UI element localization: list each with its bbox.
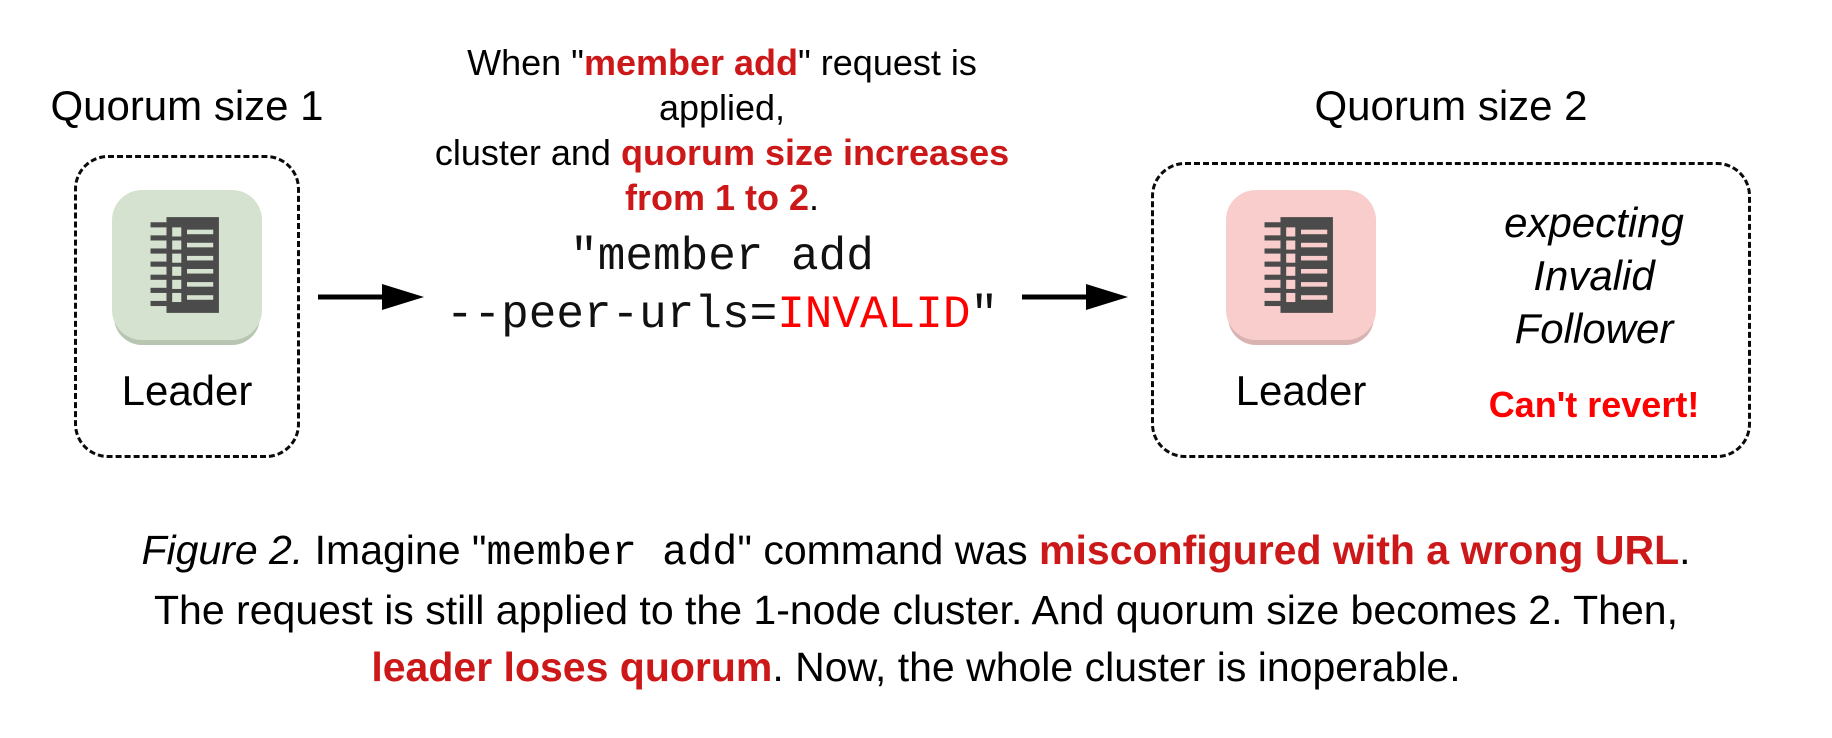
leader-label-left: Leader: [121, 367, 253, 414]
figure-caption: Figure 2. Imagine "member add" command w…: [0, 522, 1832, 696]
note-line-3: from 1 to 2.: [624, 177, 820, 218]
left-cluster-title: Quorum size 1: [50, 82, 324, 129]
member-add-annotation: When "member add" request is applied,clu…: [412, 40, 1032, 220]
note-line-2: cluster and quorum size increases: [434, 132, 1010, 173]
cant-revert-warning: Can't revert!: [1488, 384, 1700, 425]
leader-label-right: Leader: [1235, 367, 1367, 414]
left-cluster-boundary: [74, 155, 300, 458]
arrow-command-to-right: [1022, 284, 1128, 310]
right-cluster-boundary: [1151, 162, 1751, 458]
command-line-2: --peer-urls=INVALID": [445, 289, 999, 341]
caption-line-1: Figure 2. Imagine "member add" command w…: [141, 527, 1691, 577]
log-list-icon: [150, 217, 219, 313]
member-add-command: "member add --peer-urls=INVALID": [392, 228, 1052, 344]
caption-line-3: leader loses quorum. Now, the whole clus…: [371, 644, 1461, 690]
note-line-1: When "member add" request is applied,: [467, 42, 977, 128]
command-line-1: "member add: [570, 231, 874, 283]
arrow-left-to-command: [318, 284, 424, 310]
leader-node-left: [112, 190, 262, 340]
leader-node-right: [1226, 190, 1376, 340]
log-list-icon: [1264, 217, 1333, 313]
caption-line-2: The request is still applied to the 1-no…: [154, 587, 1678, 633]
right-cluster-title: Quorum size 2: [1314, 82, 1588, 129]
